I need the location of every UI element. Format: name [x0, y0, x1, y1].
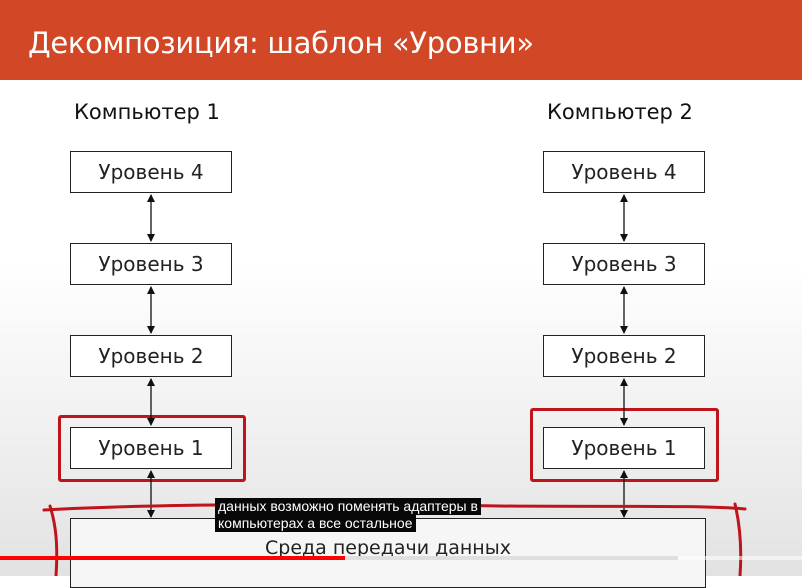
computer-1-title: Компьютер 1 [74, 100, 220, 124]
computer-1-level-3: Уровень 3 [70, 243, 232, 285]
video-subtitles: данных возможно поменять адаптеры в комп… [215, 498, 481, 532]
computer-2-level-3: Уровень 3 [543, 243, 705, 285]
subtitle-line-1: данных возможно поменять адаптеры в [215, 498, 481, 515]
computer-2-level-1: Уровень 1 [543, 427, 705, 469]
progress-played [0, 556, 345, 560]
medium-highlight-right [733, 502, 743, 576]
computer-1-level-1: Уровень 1 [70, 427, 232, 469]
computer-1-level-4: Уровень 4 [70, 151, 232, 193]
slide-title: Декомпозиция: шаблон «Уровни» [28, 26, 534, 60]
subtitle-line-2: компьютерах а все остальное [215, 515, 416, 532]
computer-2-title: Компьютер 2 [547, 100, 693, 124]
transmission-medium-label: Среда передачи данных [265, 537, 511, 559]
computer-2-level-2: Уровень 2 [543, 335, 705, 377]
computer-1-level-2: Уровень 2 [70, 335, 232, 377]
title-bar: Декомпозиция: шаблон «Уровни» [0, 0, 802, 80]
medium-highlight-left [48, 504, 59, 576]
connector-layer [42, 194, 747, 576]
video-progress-bar[interactable] [0, 556, 802, 560]
computer-2-level-4: Уровень 4 [543, 151, 705, 193]
